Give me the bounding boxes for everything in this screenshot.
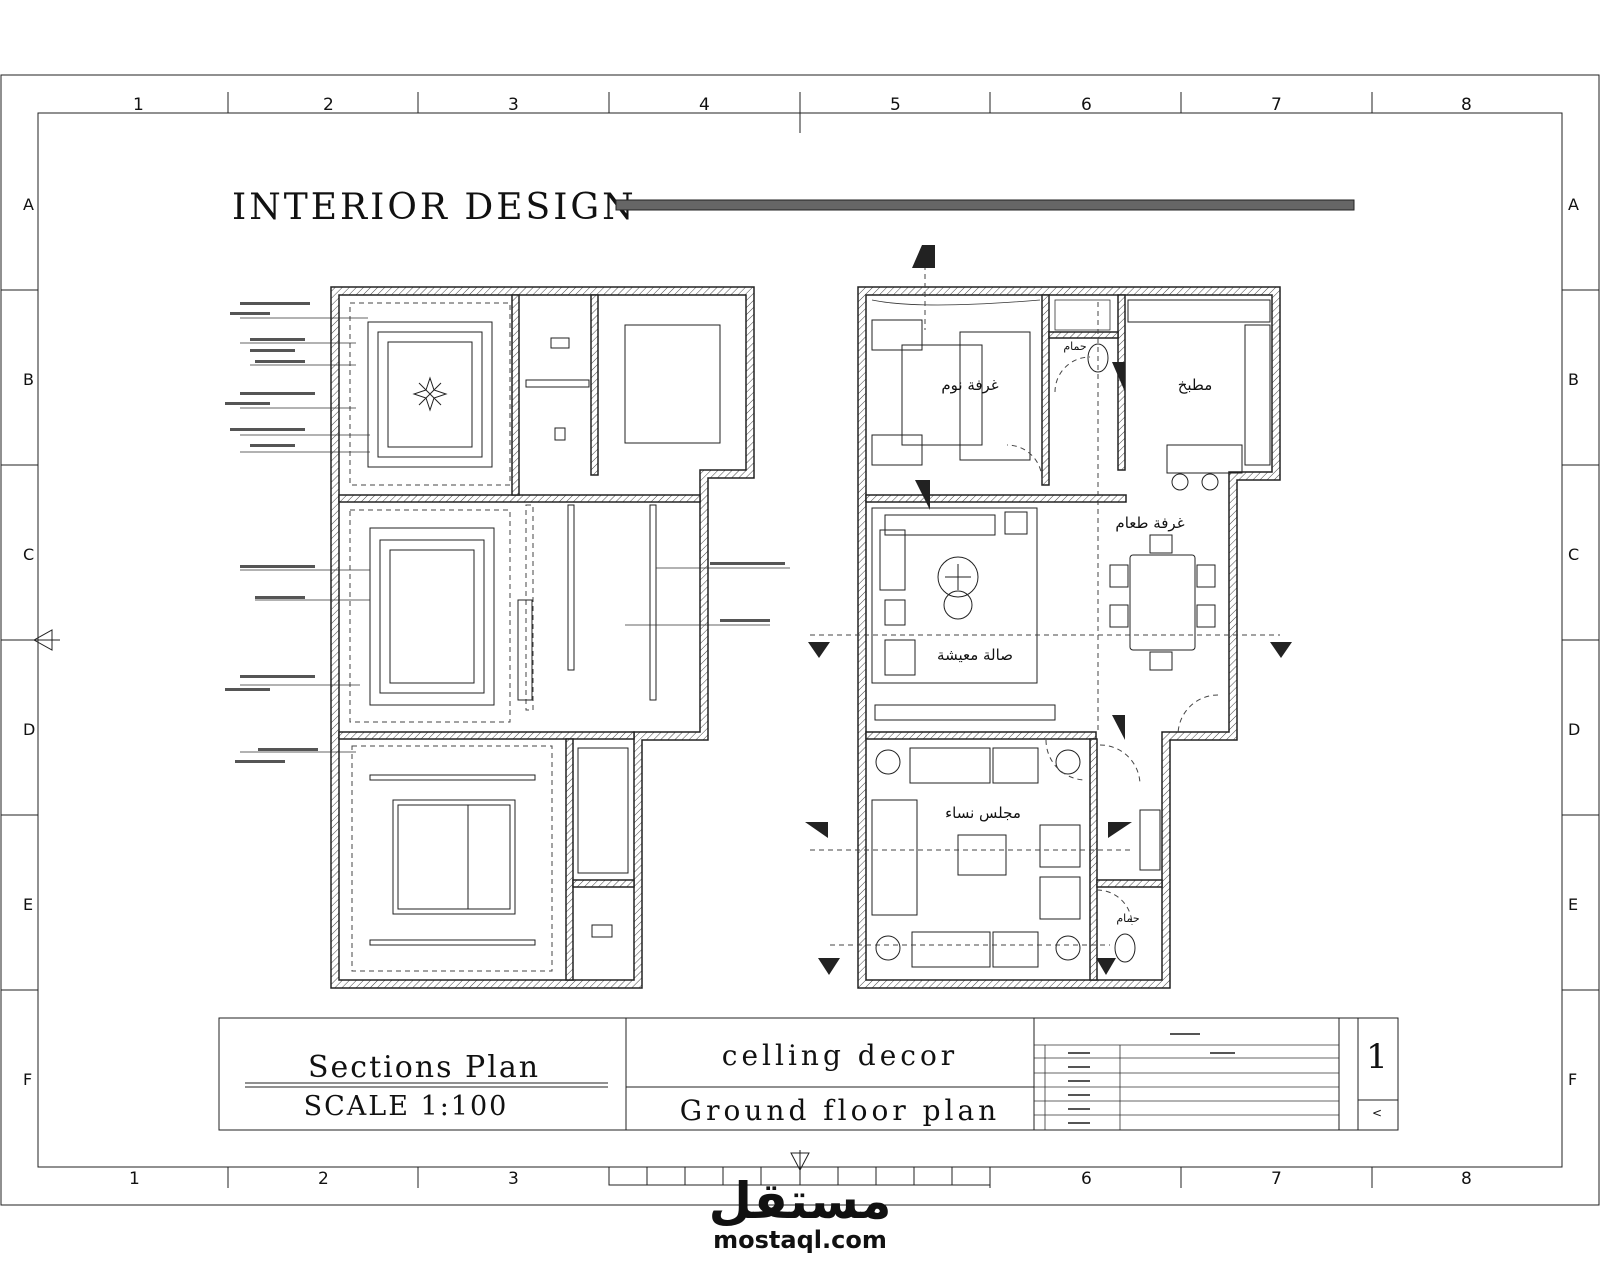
sheet-arrow-icon: < (1372, 1106, 1382, 1120)
title-bar (615, 199, 1355, 211)
grid-col-8: 8 (1461, 95, 1472, 115)
watermark-logo: مستقل (709, 1172, 892, 1230)
grid-row-f: F (23, 1070, 32, 1089)
grid-col-7: 7 (1271, 95, 1282, 115)
revision-table (1034, 1033, 1339, 1130)
grid-col-3: 3 (508, 95, 519, 115)
room-label-bath-bottom: حمام (1116, 912, 1139, 925)
grid-col-7-bottom: 7 (1271, 1169, 1282, 1189)
grid-row-labels-left: A B C D E F (23, 195, 35, 1089)
room-label-bath-top: حمام (1063, 340, 1086, 353)
grid-col-4: 4 (699, 95, 710, 115)
inner-frame (37, 112, 1563, 1168)
north-marker-bottom (790, 1152, 810, 1172)
ground-floor-plan (805, 245, 1292, 989)
grid-row-e-right: E (1568, 895, 1578, 914)
grid-col-3-bottom: 3 (508, 1169, 519, 1189)
grid-col-8-bottom: 8 (1461, 1169, 1472, 1189)
sheet-number: 1 (1366, 1037, 1388, 1077)
annotation-marks (225, 302, 785, 763)
grid-col-2: 2 (323, 95, 334, 115)
grid-row-a: A (23, 195, 34, 214)
room-labels: غرفة نوم حمام مطبخ غرفة طعام صالة معيشة … (937, 340, 1212, 925)
room-label-dining: غرفة طعام (1115, 514, 1184, 532)
grid-col-2-bottom: 2 (318, 1169, 329, 1189)
grid-row-labels-right: A B C D E F (1568, 195, 1580, 1089)
watermark-url: mostaql.com (713, 1226, 887, 1254)
room-label-majlis: مجلس نساء (945, 804, 1021, 822)
grid-col-6-bottom: 6 (1081, 1169, 1092, 1189)
grid-column-labels-top: 1 2 3 4 5 6 7 8 (133, 95, 1472, 115)
sections-plan-label: Sections Plan (308, 1050, 540, 1085)
grid-col-1-bottom: 1 (129, 1169, 140, 1189)
ground-floor-plan-label: Ground floor plan (680, 1094, 1000, 1127)
outer-frame (0, 74, 1600, 1206)
scale-bar (608, 1150, 991, 1186)
title-block (218, 1017, 1399, 1131)
grid-col-1: 1 (133, 95, 144, 115)
sheet-title: INTERIOR DESIGN (232, 187, 637, 228)
room-label-living: صالة معيشة (937, 646, 1013, 664)
grid-col-5: 5 (890, 95, 901, 115)
grid-row-d: D (23, 720, 35, 739)
grid-row-a-right: A (1568, 195, 1579, 214)
ceiling-plan (225, 286, 790, 989)
grid-col-6: 6 (1081, 95, 1092, 115)
grid-row-c: C (23, 545, 34, 564)
grid-row-b: B (23, 370, 34, 389)
room-label-bedroom: غرفة نوم (941, 376, 998, 394)
room-label-kitchen: مطبخ (1178, 376, 1213, 394)
grid-column-labels-bottom: 1 2 3 6 7 8 (129, 1169, 1472, 1189)
grid-row-f-right: F (1568, 1070, 1577, 1089)
ceiling-decor-label: celling decor (722, 1039, 958, 1072)
grid-row-d-right: D (1568, 720, 1580, 739)
grid-row-e: E (23, 895, 33, 914)
grid-row-c-right: C (1568, 545, 1579, 564)
scale-label: SCALE 1:100 (304, 1091, 509, 1122)
grid-ticks (1, 92, 1599, 1188)
grid-row-b-right: B (1568, 370, 1579, 389)
